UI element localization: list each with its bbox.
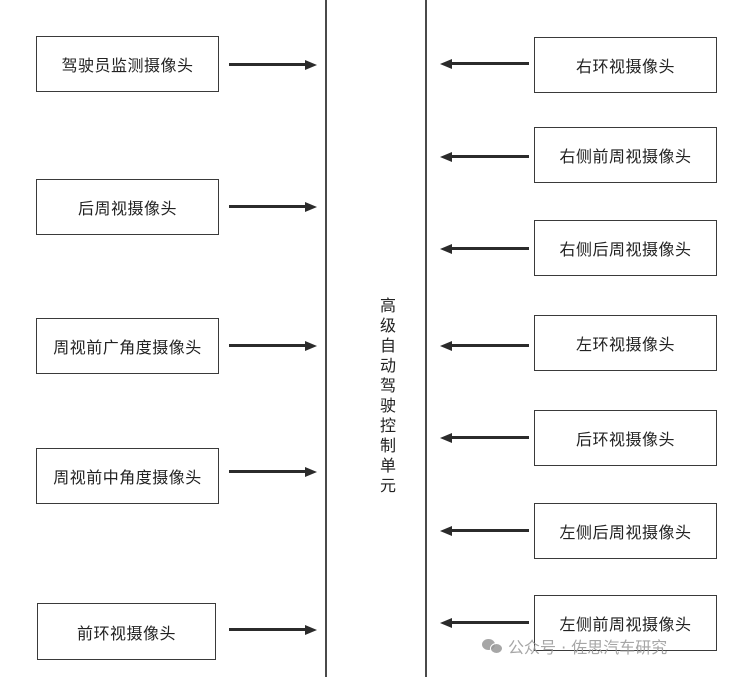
right-input-arrow [440, 432, 529, 444]
right-input-arrow [440, 151, 529, 163]
right-camera-box: 右环视摄像头 [534, 37, 717, 93]
right-input-arrow [440, 617, 529, 629]
left-input-arrow [229, 624, 317, 636]
watermark: 公众号 · 佐思汽车研究 [482, 634, 667, 658]
left-input-arrow [229, 59, 317, 71]
watermark-text: 公众号 · 佐思汽车研究 [508, 638, 668, 657]
control-unit-right-border [425, 0, 427, 677]
camera-label: 左侧后周视摄像头 [559, 523, 692, 542]
right-input-arrow [440, 58, 529, 70]
right-input-arrow [440, 243, 529, 255]
control-unit-left-border [325, 0, 327, 677]
left-camera-box: 周视前广角度摄像头 [36, 318, 219, 374]
left-input-arrow [229, 340, 317, 352]
right-camera-box: 后环视摄像头 [534, 410, 717, 466]
camera-label: 周视前中角度摄像头 [53, 468, 202, 487]
right-camera-box: 左侧后周视摄像头 [534, 503, 717, 559]
control-unit-label: 高级自动驾驶控制单元 [377, 297, 396, 497]
camera-label: 驾驶员监测摄像头 [61, 56, 194, 75]
right-input-arrow [440, 525, 529, 537]
right-camera-box: 右侧前周视摄像头 [534, 127, 717, 183]
left-camera-box: 后周视摄像头 [36, 179, 219, 235]
right-input-arrow [440, 340, 529, 352]
camera-label: 右侧前周视摄像头 [559, 147, 692, 166]
camera-label: 左环视摄像头 [575, 335, 675, 354]
control-unit: 高级自动驾驶控制单元 [358, 282, 398, 512]
left-input-arrow [229, 466, 317, 478]
wechat-icon [482, 637, 503, 655]
camera-label: 后环视摄像头 [575, 430, 675, 449]
right-camera-box: 左侧前周视摄像头 [534, 595, 717, 651]
right-camera-box: 左环视摄像头 [534, 315, 717, 371]
camera-label: 前环视摄像头 [76, 623, 176, 643]
left-input-arrow [229, 201, 317, 213]
left-camera-box: 周视前中角度摄像头 [36, 448, 219, 504]
camera-label: 右侧后周视摄像头 [559, 240, 692, 259]
left-camera-box: 前环视摄像头 [37, 603, 216, 660]
camera-label: 左侧前周视摄像头 [559, 615, 692, 634]
camera-label: 右环视摄像头 [575, 57, 675, 76]
right-camera-box: 右侧后周视摄像头 [534, 220, 717, 276]
camera-label: 后周视摄像头 [77, 199, 177, 218]
camera-label: 周视前广角度摄像头 [53, 338, 202, 357]
left-camera-box: 驾驶员监测摄像头 [36, 36, 219, 92]
